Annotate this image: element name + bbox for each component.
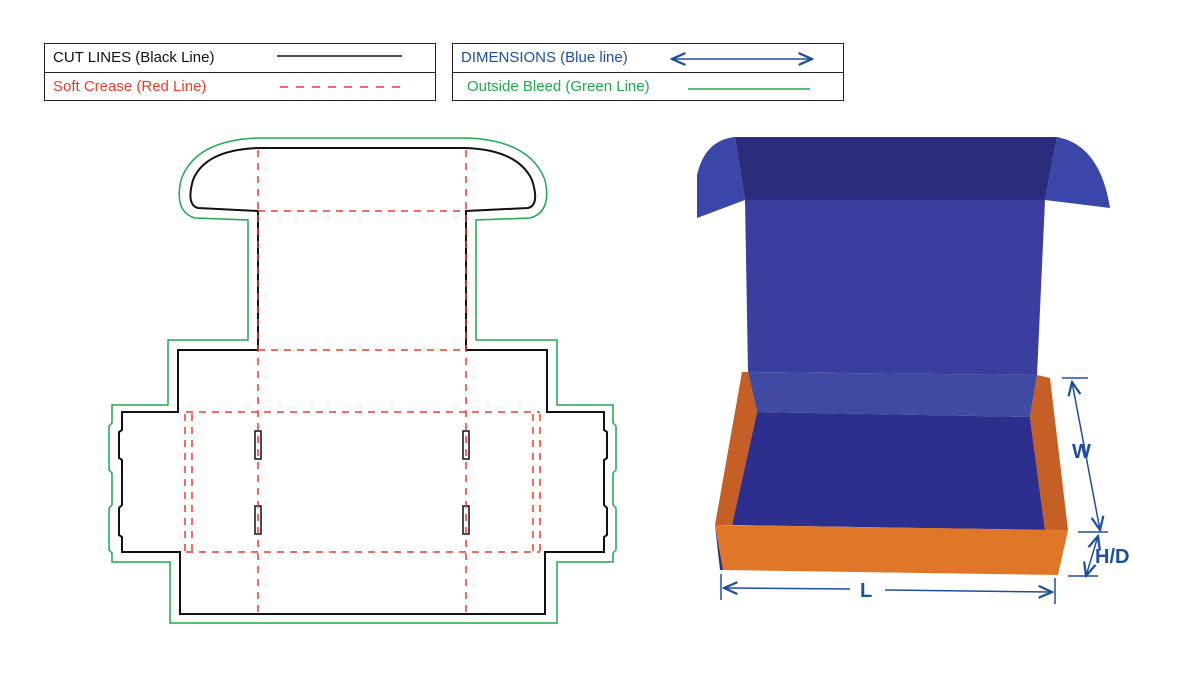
- right-wall: [1030, 375, 1068, 530]
- cut-slots: [254, 430, 470, 535]
- crease-lines: [184, 150, 541, 614]
- box-floor: [732, 412, 1045, 530]
- dimension-width-label: W: [1072, 441, 1091, 463]
- legend-dimensions-label: DIMENSIONS (Blue line): [461, 49, 628, 66]
- lid-top: [735, 137, 1057, 200]
- legend-bleed-label: Outside Bleed (Green Line): [453, 72, 843, 101]
- legend-cut-label: CUT LINES (Black Line): [53, 49, 215, 66]
- legend-cut-crease: CUT LINES (Black Line) Soft Crease (Red …: [44, 43, 436, 101]
- left-wall: [715, 372, 757, 525]
- dimension-height-label: H/D: [1095, 546, 1129, 568]
- lid-flap-right: [1045, 137, 1110, 208]
- bleed-outline: [108, 137, 617, 624]
- dimension-lines: [720, 377, 1108, 604]
- cut-outline: [118, 147, 608, 615]
- lid-inner: [745, 200, 1045, 375]
- box-3d-illustration: [697, 137, 1110, 575]
- legend-crease-label: Soft Crease (Red Line): [45, 72, 435, 101]
- lid-flap-left: [697, 137, 745, 218]
- legend-dimensions-bleed: DIMENSIONS (Blue line) Outside Bleed (Gr…: [452, 43, 844, 101]
- front-wall: [715, 525, 1068, 575]
- back-wall: [748, 372, 1037, 417]
- dimension-length-label: L: [860, 580, 872, 602]
